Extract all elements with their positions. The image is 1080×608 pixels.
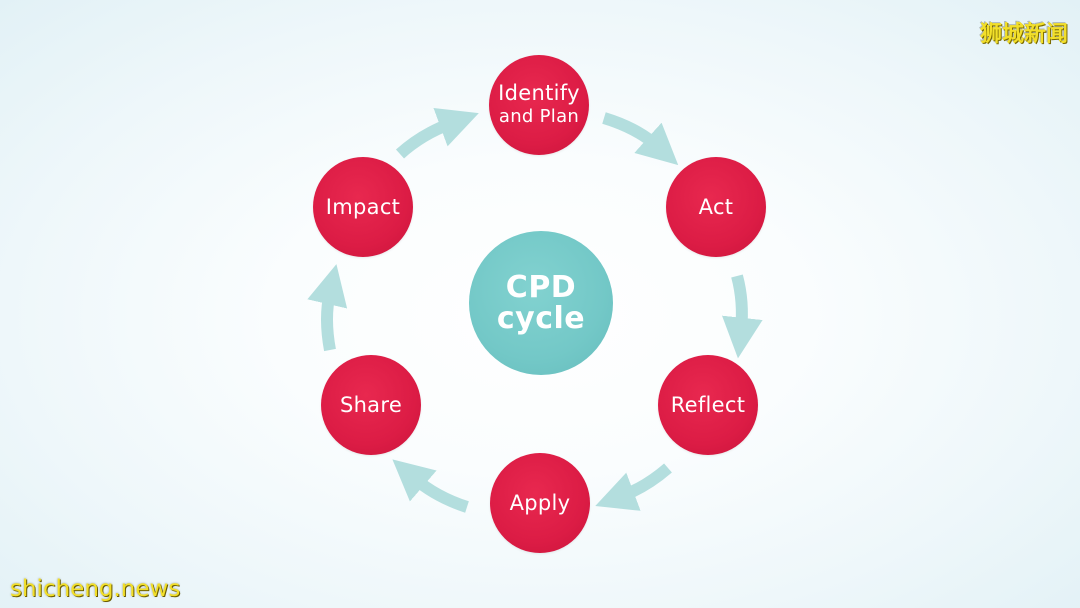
center-cpd-cycle: CPD cycle: [469, 231, 613, 375]
node-impact-label: Impact: [325, 195, 401, 219]
arrow-act-to-reflect: [722, 274, 763, 359]
node-identify-label: Identify: [498, 81, 580, 105]
center-line-2: cycle: [496, 301, 586, 336]
center-line-1: CPD: [505, 270, 577, 305]
watermark-bottom-left: shicheng.news: [10, 576, 181, 602]
arrow-share-to-impact: [307, 264, 348, 352]
arrow-impact-to-plan: [395, 108, 479, 159]
node-act: Act: [666, 157, 766, 257]
node-identify-and-plan: Identify and Plan: [489, 55, 589, 155]
node-share-label: Share: [339, 393, 403, 417]
node-impact: Impact: [313, 157, 413, 257]
node-apply: Apply: [490, 453, 590, 553]
arrow-reflect-to-apply: [595, 463, 672, 511]
watermark-top-right: 狮城新闻: [979, 22, 1068, 47]
node-reflect: Reflect: [658, 355, 758, 455]
node-act-label: Act: [698, 195, 734, 219]
node-reflect-label: Reflect: [670, 393, 746, 417]
node-apply-label: Apply: [509, 491, 571, 515]
node-and-plan-label: and Plan: [498, 106, 580, 127]
arrow-plan-to-act: [602, 112, 679, 166]
arrow-apply-to-share: [392, 459, 469, 513]
node-share: Share: [321, 355, 421, 455]
